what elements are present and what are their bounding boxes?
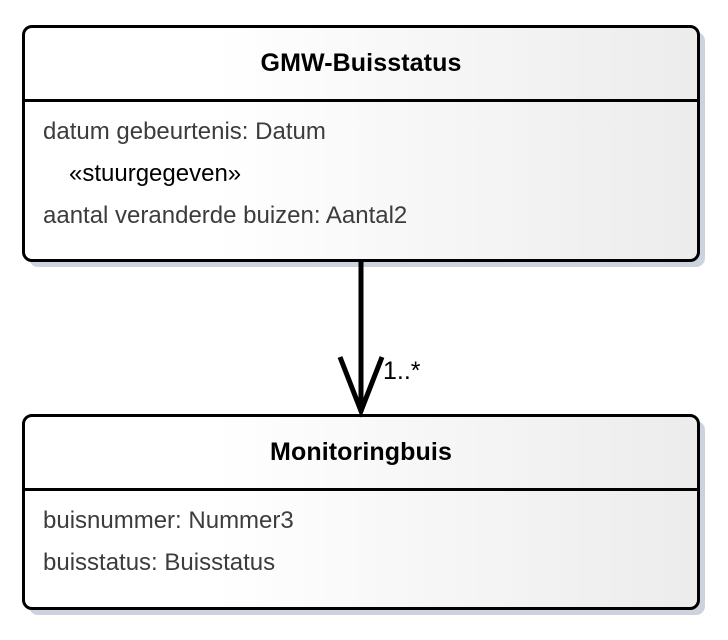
class-attribute: aantal veranderde buizen: Aantal2 — [43, 202, 408, 229]
class-attribute: buisnummer: Nummer3 — [43, 507, 294, 534]
uml-class-gmw-buisstatus[interactable]: GMW-Buisstatus datum gebeurtenis: Datum … — [22, 25, 700, 262]
class-attribute: buisstatus: Buisstatus — [43, 549, 276, 576]
class-title-compartment: Monitoringbuis — [25, 417, 697, 491]
class-name-gmw-buisstatus: GMW-Buisstatus — [260, 49, 462, 77]
class-attribute: datum gebeurtenis: Datum — [43, 118, 326, 145]
class-title-compartment: GMW-Buisstatus — [25, 28, 697, 102]
arrowhead-open-icon — [337, 356, 385, 418]
class-attributes-compartment: datum gebeurtenis: Datum «stuurgegeven» … — [25, 102, 697, 237]
class-attributes-compartment: buisnummer: Nummer3 buisstatus: Buisstat… — [25, 491, 697, 584]
uml-class-monitoringbuis[interactable]: Monitoringbuis buisnummer: Nummer3 buiss… — [22, 414, 700, 610]
class-name-monitoringbuis: Monitoringbuis — [270, 438, 452, 466]
class-attribute-stereotype: «stuurgegeven» — [69, 160, 242, 187]
association-multiplicity-label: 1..* — [383, 357, 421, 385]
